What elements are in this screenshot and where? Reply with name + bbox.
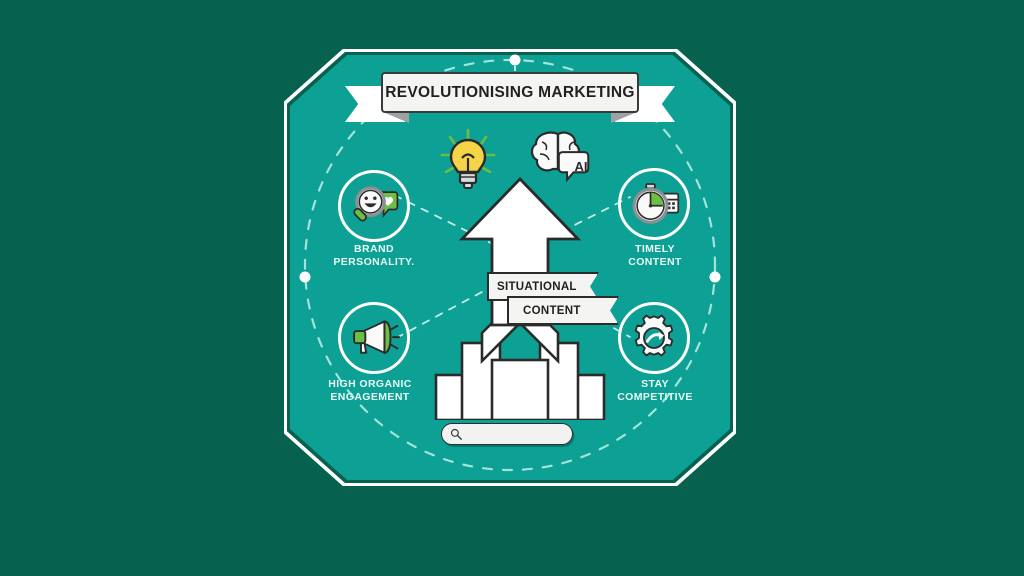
stopwatch-calendar-icon	[632, 183, 680, 224]
node-label-timely-content: TIMELY CONTENT	[575, 243, 735, 269]
page-title: REVOLUTIONISING MARKETING	[385, 83, 635, 101]
label-line-2: COMPETITIVE	[617, 391, 693, 403]
ai-bubble-label: AI	[575, 159, 588, 174]
banner-fold-right	[611, 112, 637, 123]
situational-content-banner: SITUATIONAL CONTENT	[487, 272, 619, 325]
growth-arrow-graphic	[434, 176, 606, 420]
node-stay-competitive[interactable]	[618, 302, 690, 374]
ring-node-left	[299, 271, 311, 283]
situational-label: SITUATIONAL	[497, 280, 577, 293]
label-line-2: CONTENT	[628, 256, 682, 268]
banner-fold-left	[383, 112, 409, 123]
node-timely-content[interactable]	[618, 168, 690, 240]
title-banner: REVOLUTIONISING MARKETING	[345, 72, 675, 123]
node-label-stay-competitive: STAY COMPETITIVE	[575, 378, 735, 404]
label-line-1: HIGH ORGANIC	[328, 378, 412, 390]
gear-arrow-icon	[634, 314, 674, 357]
label-line-2: ENGAGEMENT	[330, 391, 410, 403]
node-label-brand-personality: BRAND PERSONALITY.	[294, 243, 454, 269]
search-icon	[450, 428, 462, 440]
label-line-1: BRAND	[354, 243, 394, 255]
label-line-2: PERSONALITY.	[333, 256, 415, 268]
ring-node-right	[709, 271, 721, 283]
label-line-1: TIMELY	[635, 243, 675, 255]
situational-banner-row-2: CONTENT	[507, 296, 619, 325]
node-label-high-organic-engagement: HIGH ORGANIC ENGAGEMENT	[290, 378, 450, 404]
spoke-engagement	[397, 284, 496, 338]
lightbulb-icon	[440, 128, 496, 189]
up-arrow-icon	[458, 176, 582, 327]
search-bar[interactable]	[441, 423, 573, 445]
label-line-1: STAY	[641, 378, 669, 390]
megaphone-icon	[353, 320, 400, 355]
banner-plate: REVOLUTIONISING MARKETING	[381, 72, 639, 113]
situational-banner-row-1: SITUATIONAL	[487, 272, 599, 301]
content-label: CONTENT	[523, 304, 581, 317]
brain-ai-icon: AI	[530, 131, 590, 183]
ring-node-top	[509, 54, 521, 66]
node-brand-personality[interactable]	[338, 170, 410, 242]
magnifier-smiley-icon	[353, 186, 399, 222]
node-high-organic-engagement[interactable]	[338, 302, 410, 374]
